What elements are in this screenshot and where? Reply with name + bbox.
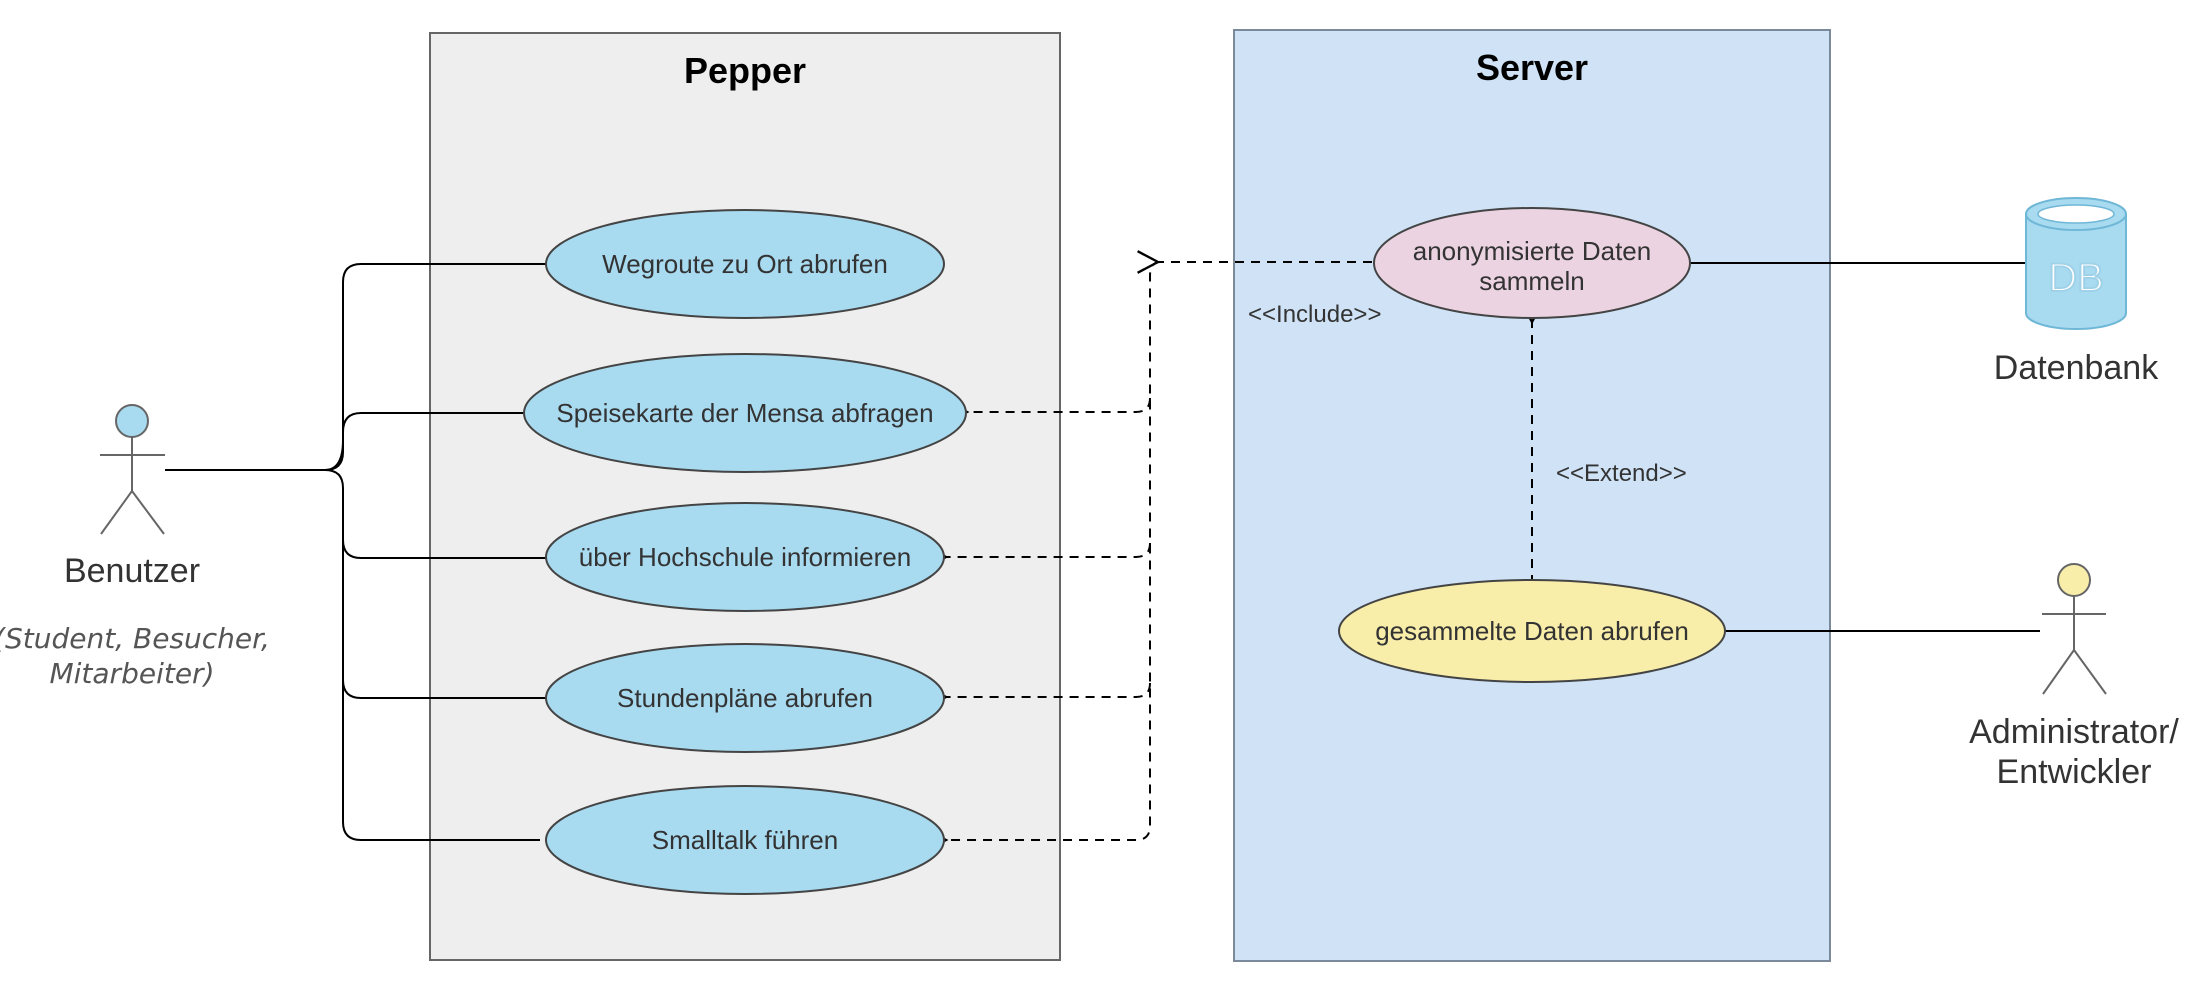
server-system-title: Server — [1476, 47, 1588, 88]
usecase-wegroute-label: Wegroute zu Ort abrufen — [602, 249, 888, 279]
usecase-daten-sammeln[interactable]: anonymisierte Daten sammeln — [1373, 207, 1691, 319]
pepper-system-title: Pepper — [684, 50, 806, 91]
actor-benutzer-note-line2: Mitarbeiter) — [49, 657, 214, 690]
usecase-speisekarte-label: Speisekarte der Mensa abfragen — [556, 398, 933, 428]
actor-benutzer-label: Benutzer — [64, 552, 200, 590]
usecase-wegroute[interactable]: Wegroute zu Ort abrufen — [545, 209, 945, 319]
usecase-stundenplaene[interactable]: Stundenpläne abrufen — [545, 643, 945, 753]
include-dependencies — [946, 262, 1372, 840]
benutzer-associations — [165, 263, 546, 841]
usecase-hochschule[interactable]: über Hochschule informieren — [545, 502, 945, 612]
usecase-wegroute-shape — [545, 209, 945, 319]
usecase-daten-sammeln-label-line2: sammeln — [1479, 266, 1584, 296]
usecase-speisekarte[interactable]: Speisekarte der Mensa abfragen — [523, 353, 967, 473]
database-cylinder-inner — [2037, 204, 2115, 224]
usecase-smalltalk-label: Smalltalk führen — [652, 825, 838, 855]
usecase-hochschule-label: über Hochschule informieren — [579, 542, 911, 572]
admin-head-icon — [2057, 563, 2091, 597]
usecase-daten-sammeln-label-line1: anonymisierte Daten — [1413, 236, 1651, 266]
database-label: Datenbank — [1994, 349, 2159, 387]
actor-benutzer-note-line1: (Student, Besucher, — [0, 622, 270, 655]
actor-admin[interactable] — [2042, 563, 2107, 695]
benutzer-head-icon — [115, 404, 149, 438]
actor-benutzer[interactable] — [100, 404, 165, 535]
usecase-stundenplaene-shape — [545, 643, 945, 753]
usecase-daten-abrufen-label: gesammelte Daten abrufen — [1375, 616, 1689, 646]
extend-stereotype-label: <<Extend>> — [1556, 460, 1687, 487]
actor-admin-label-line1: Administrator/ — [1969, 713, 2179, 751]
usecase-hochschule-shape — [545, 502, 945, 612]
usecase-stundenplaene-label: Stundenpläne abrufen — [617, 683, 873, 713]
usecase-daten-sammeln-shape — [1373, 207, 1691, 319]
usecase-smalltalk-shape — [545, 785, 945, 895]
database-icon[interactable]: DB — [2025, 197, 2127, 330]
actor-admin-label-line2: Entwickler — [1997, 753, 2152, 791]
database-cylinder-body — [2025, 214, 2127, 330]
usecase-speisekarte-shape — [523, 353, 967, 473]
usecase-daten-abrufen[interactable]: gesammelte Daten abrufen — [1338, 579, 1726, 683]
usecase-smalltalk[interactable]: Smalltalk führen — [545, 785, 945, 895]
database-glyph: DB — [2048, 256, 2104, 300]
usecase-daten-abrufen-shape — [1338, 579, 1726, 683]
include-stereotype-label: <<Include>> — [1248, 301, 1381, 328]
